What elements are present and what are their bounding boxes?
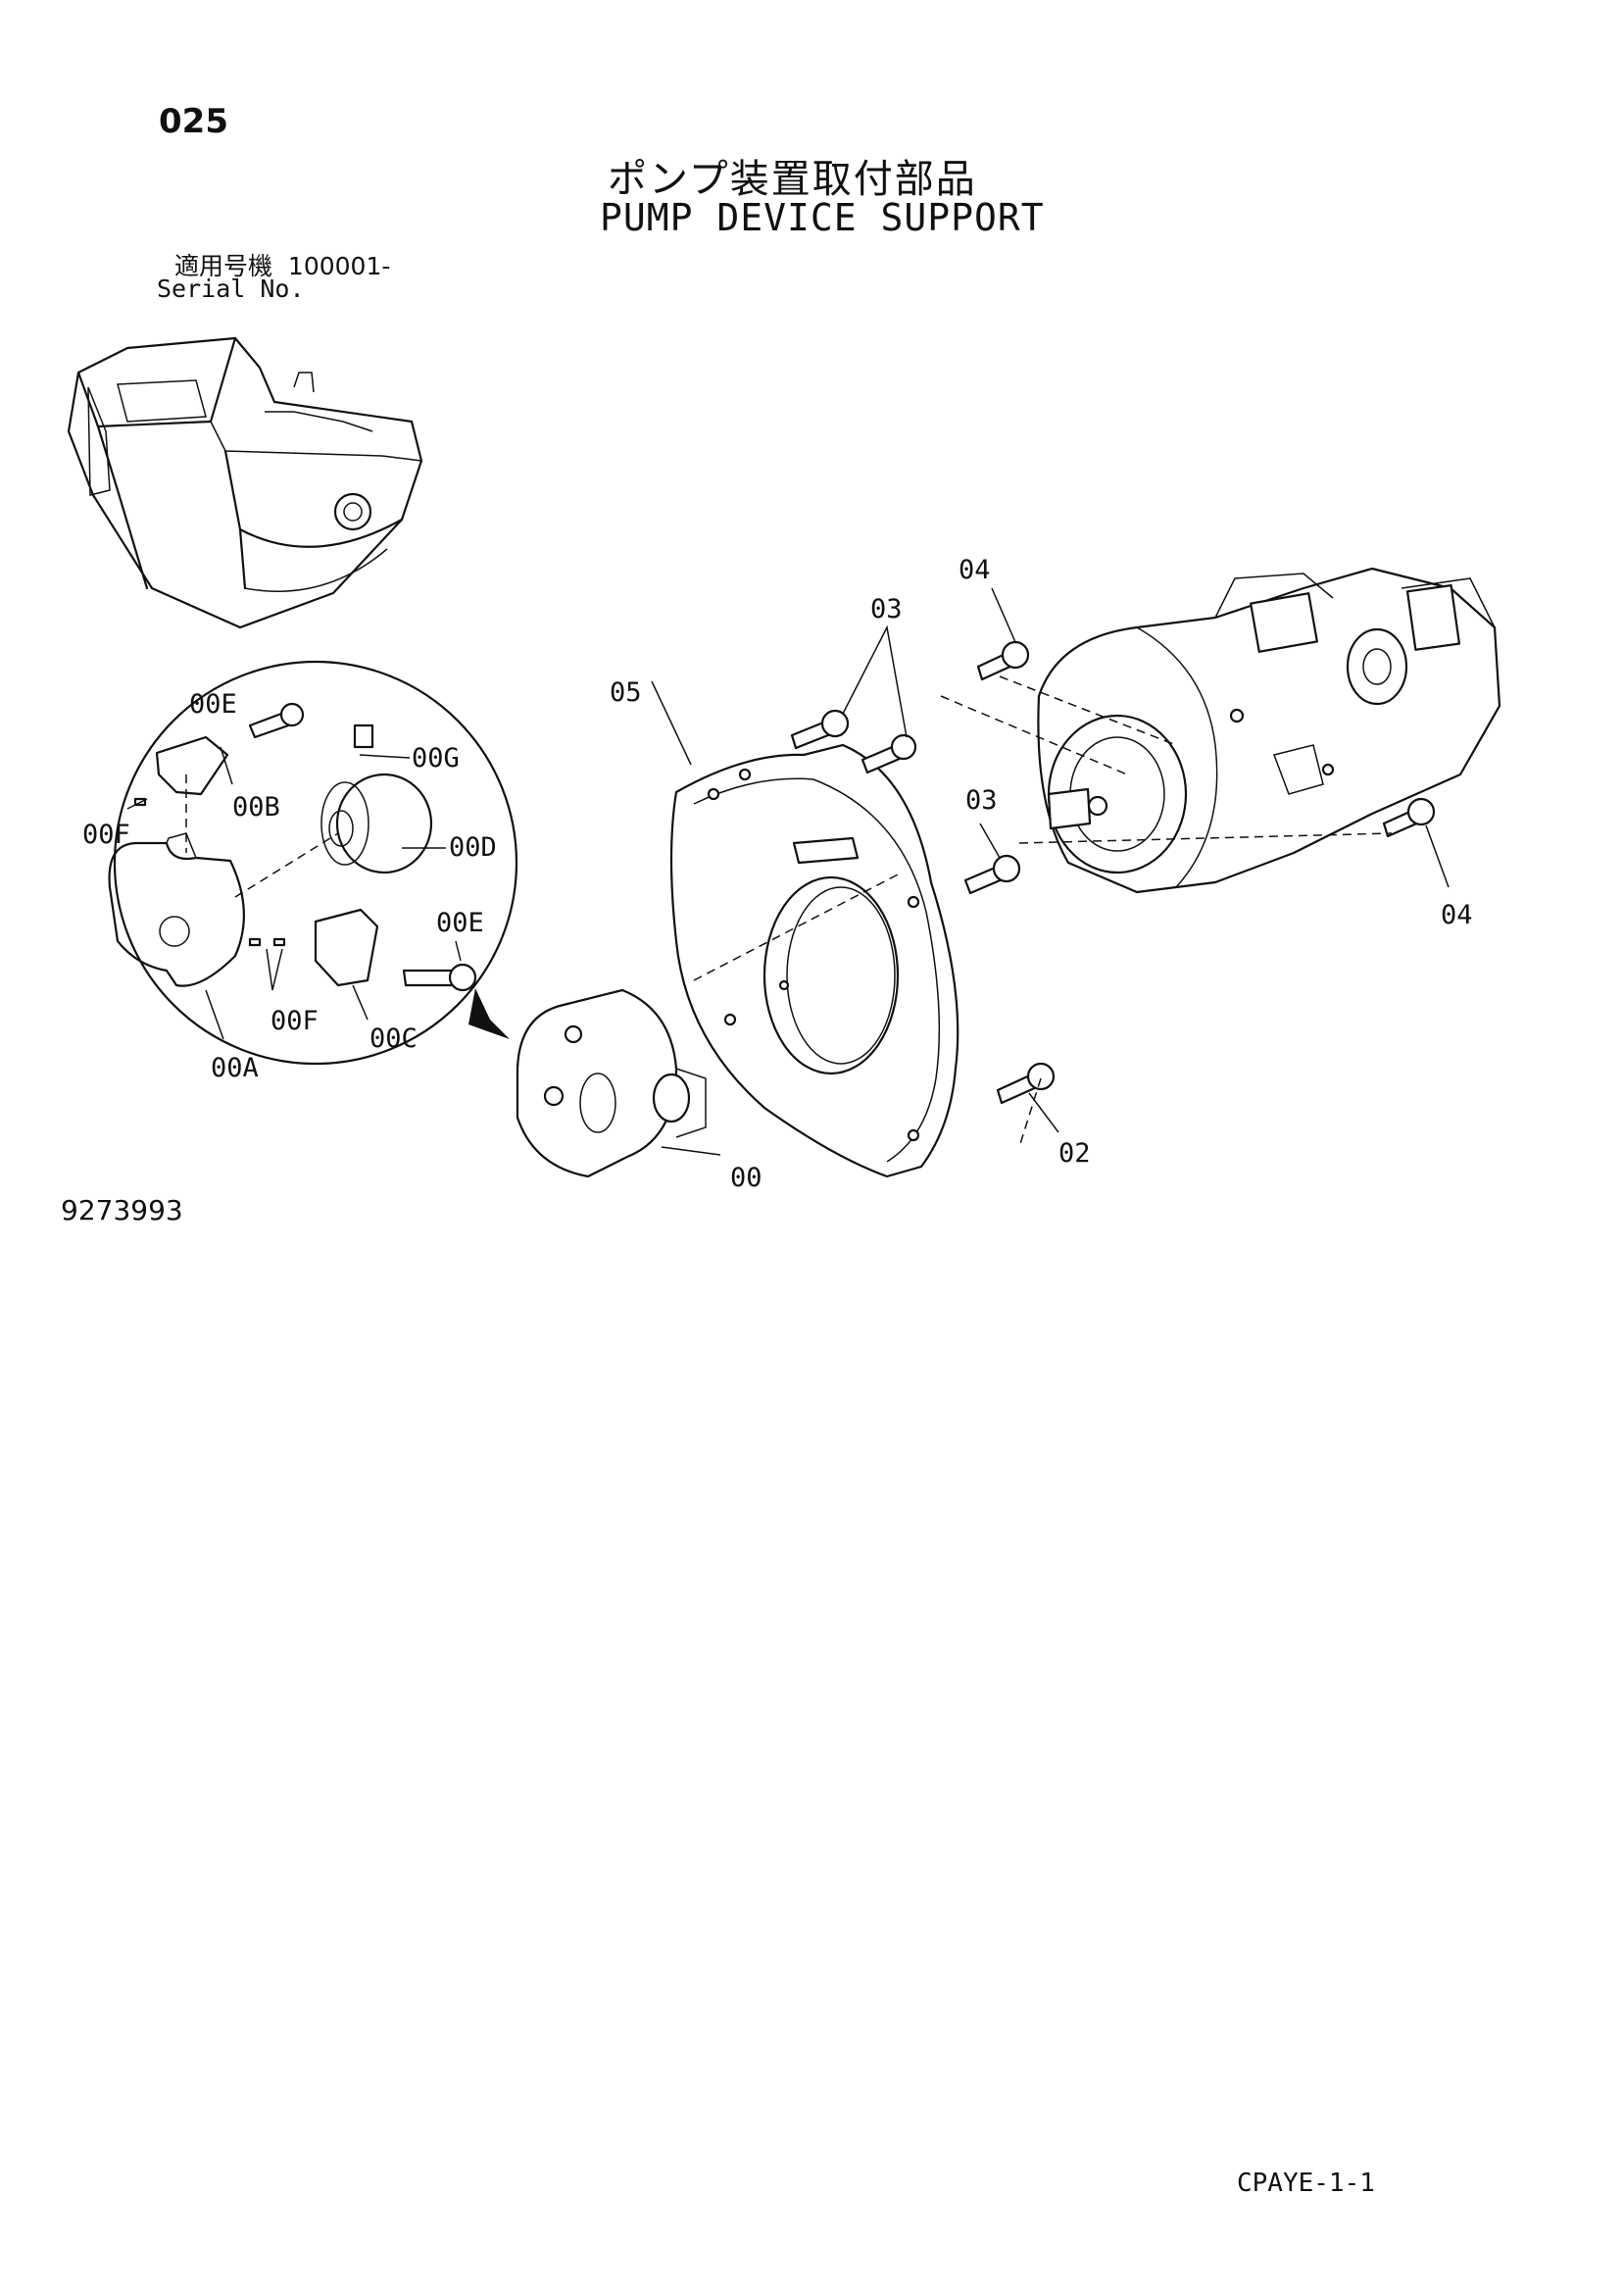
bolt-04-a — [976, 640, 1030, 681]
bolt-03-c — [963, 854, 1021, 895]
callout-00E-top: 00E — [189, 689, 237, 720]
callout-04-right: 04 — [1441, 900, 1473, 930]
serial-label-english: Serial No. — [157, 275, 305, 303]
part-00A-hub — [108, 841, 245, 987]
callout-00B: 00B — [232, 792, 280, 823]
title-english: PUMP DEVICE SUPPORT — [600, 196, 1045, 239]
title-japanese: ポンプ装置取付部品 — [608, 157, 977, 202]
callout-00: 00 — [730, 1163, 762, 1193]
pump-location-marker — [333, 492, 372, 531]
excavator-location-view — [67, 336, 423, 629]
part-05-housing — [651, 680, 959, 1178]
callout-05: 05 — [610, 677, 642, 708]
callout-00F-bottom: 00F — [270, 1006, 319, 1036]
callout-00G: 00G — [412, 743, 460, 774]
hydraulic-pump — [693, 567, 1501, 1148]
callout-00E-mid: 00E — [436, 908, 484, 938]
part-00B-shoe — [155, 735, 229, 796]
sheet-code: CPAYE-1-1 — [1237, 2169, 1375, 2198]
callout-00C: 00C — [369, 1023, 418, 1054]
part-00-coupling-assembly — [516, 988, 721, 1178]
bolt-03-a — [790, 709, 850, 750]
bolt-02 — [996, 1062, 1056, 1105]
coupling-detail-view — [108, 660, 518, 1066]
bolt-03-b — [861, 733, 917, 774]
callout-labels: 00 00A 00B 00C 00D 00E 00E 00F 00F 00G 0… — [82, 555, 1473, 1193]
part-00C-shoe — [314, 908, 379, 987]
callout-02: 02 — [1058, 1138, 1091, 1169]
serial-label-japanese: 適用号機 100001- — [174, 247, 390, 282]
callout-00A: 00A — [211, 1053, 259, 1083]
bolts — [790, 587, 1450, 1133]
callout-03-top: 03 — [870, 594, 903, 624]
callout-03-mid: 03 — [965, 785, 998, 816]
part-00E-bolt-mid — [402, 969, 455, 987]
detail-pointer-arrow — [468, 988, 510, 1039]
part-00D-clamp — [335, 773, 433, 874]
callout-04-top: 04 — [959, 555, 991, 585]
part-00G-screw — [353, 724, 374, 749]
drawing-number: 9273993 — [61, 1194, 183, 1226]
callout-00D: 00D — [449, 832, 497, 863]
detail-circle — [113, 660, 518, 1066]
page-number: 025 — [159, 102, 228, 141]
callout-00F-left: 00F — [82, 820, 130, 850]
bolt-04-b — [1382, 797, 1436, 838]
serial-value: 100001- — [287, 252, 391, 280]
serial-label-jp-text: 適用号機 — [174, 252, 273, 280]
